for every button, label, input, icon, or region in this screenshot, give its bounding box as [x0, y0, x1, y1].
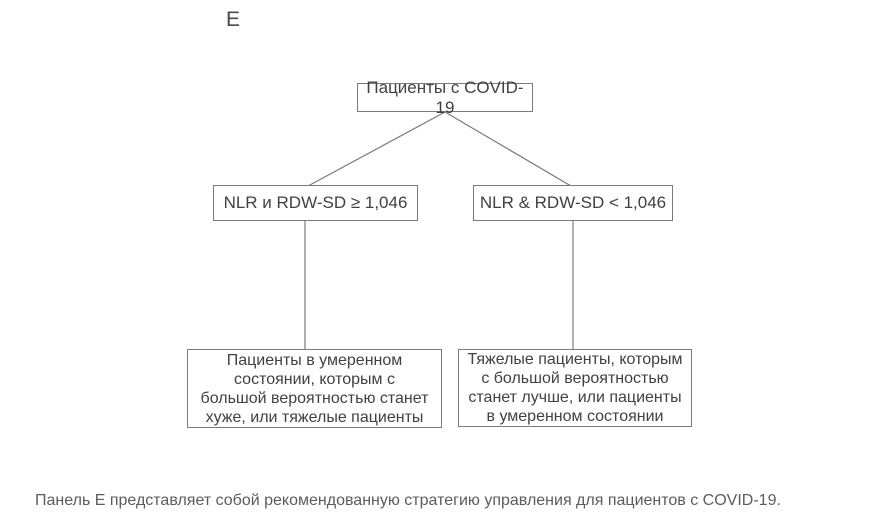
outcome-worsen-line-4: хуже, или тяжелые пациенты: [205, 408, 424, 426]
node-nlr-rdw-low-label: NLR & RDW-SD < 1,046: [479, 193, 667, 213]
node-nlr-rdw-low: NLR & RDW-SD < 1,046: [473, 185, 673, 221]
outcome-worsen-line-1: Пациенты в умеренном: [226, 351, 403, 369]
node-nlr-rdw-high: NLR и RDW-SD ≥ 1,046: [213, 185, 418, 221]
node-nlr-rdw-high-label: NLR и RDW-SD ≥ 1,046: [223, 193, 408, 213]
outcome-improve-line-2: с большой вероятностью: [481, 370, 669, 387]
node-patients-covid19: Пациенты с COVID-19: [357, 78, 533, 117]
outcome-improve-line-3: станет лучше, или пациенты: [468, 389, 682, 406]
outcome-worsen-line-2: состоянии, которым с: [233, 370, 395, 388]
node-patients-covid19-label: Пациенты с COVID-19: [366, 77, 524, 117]
connector-root-to-right: [444, 111, 572, 187]
panel-label: E: [226, 8, 241, 31]
outcome-improve-line-1: Тяжелые пациенты, которым: [467, 351, 683, 368]
figure-caption: Панель E представляет собой рекомендован…: [35, 492, 781, 509]
connector-root-to-left: [307, 111, 446, 187]
node-outcome-worsen: Пациенты в умеренном состоянии, которым …: [187, 349, 442, 428]
node-outcome-improve: Тяжелые пациенты, которым с большой веро…: [458, 349, 692, 427]
outcome-improve-line-4: в умеренном состоянии: [486, 408, 664, 425]
outcome-worsen-line-3: большой вероятностью станет: [200, 389, 429, 407]
